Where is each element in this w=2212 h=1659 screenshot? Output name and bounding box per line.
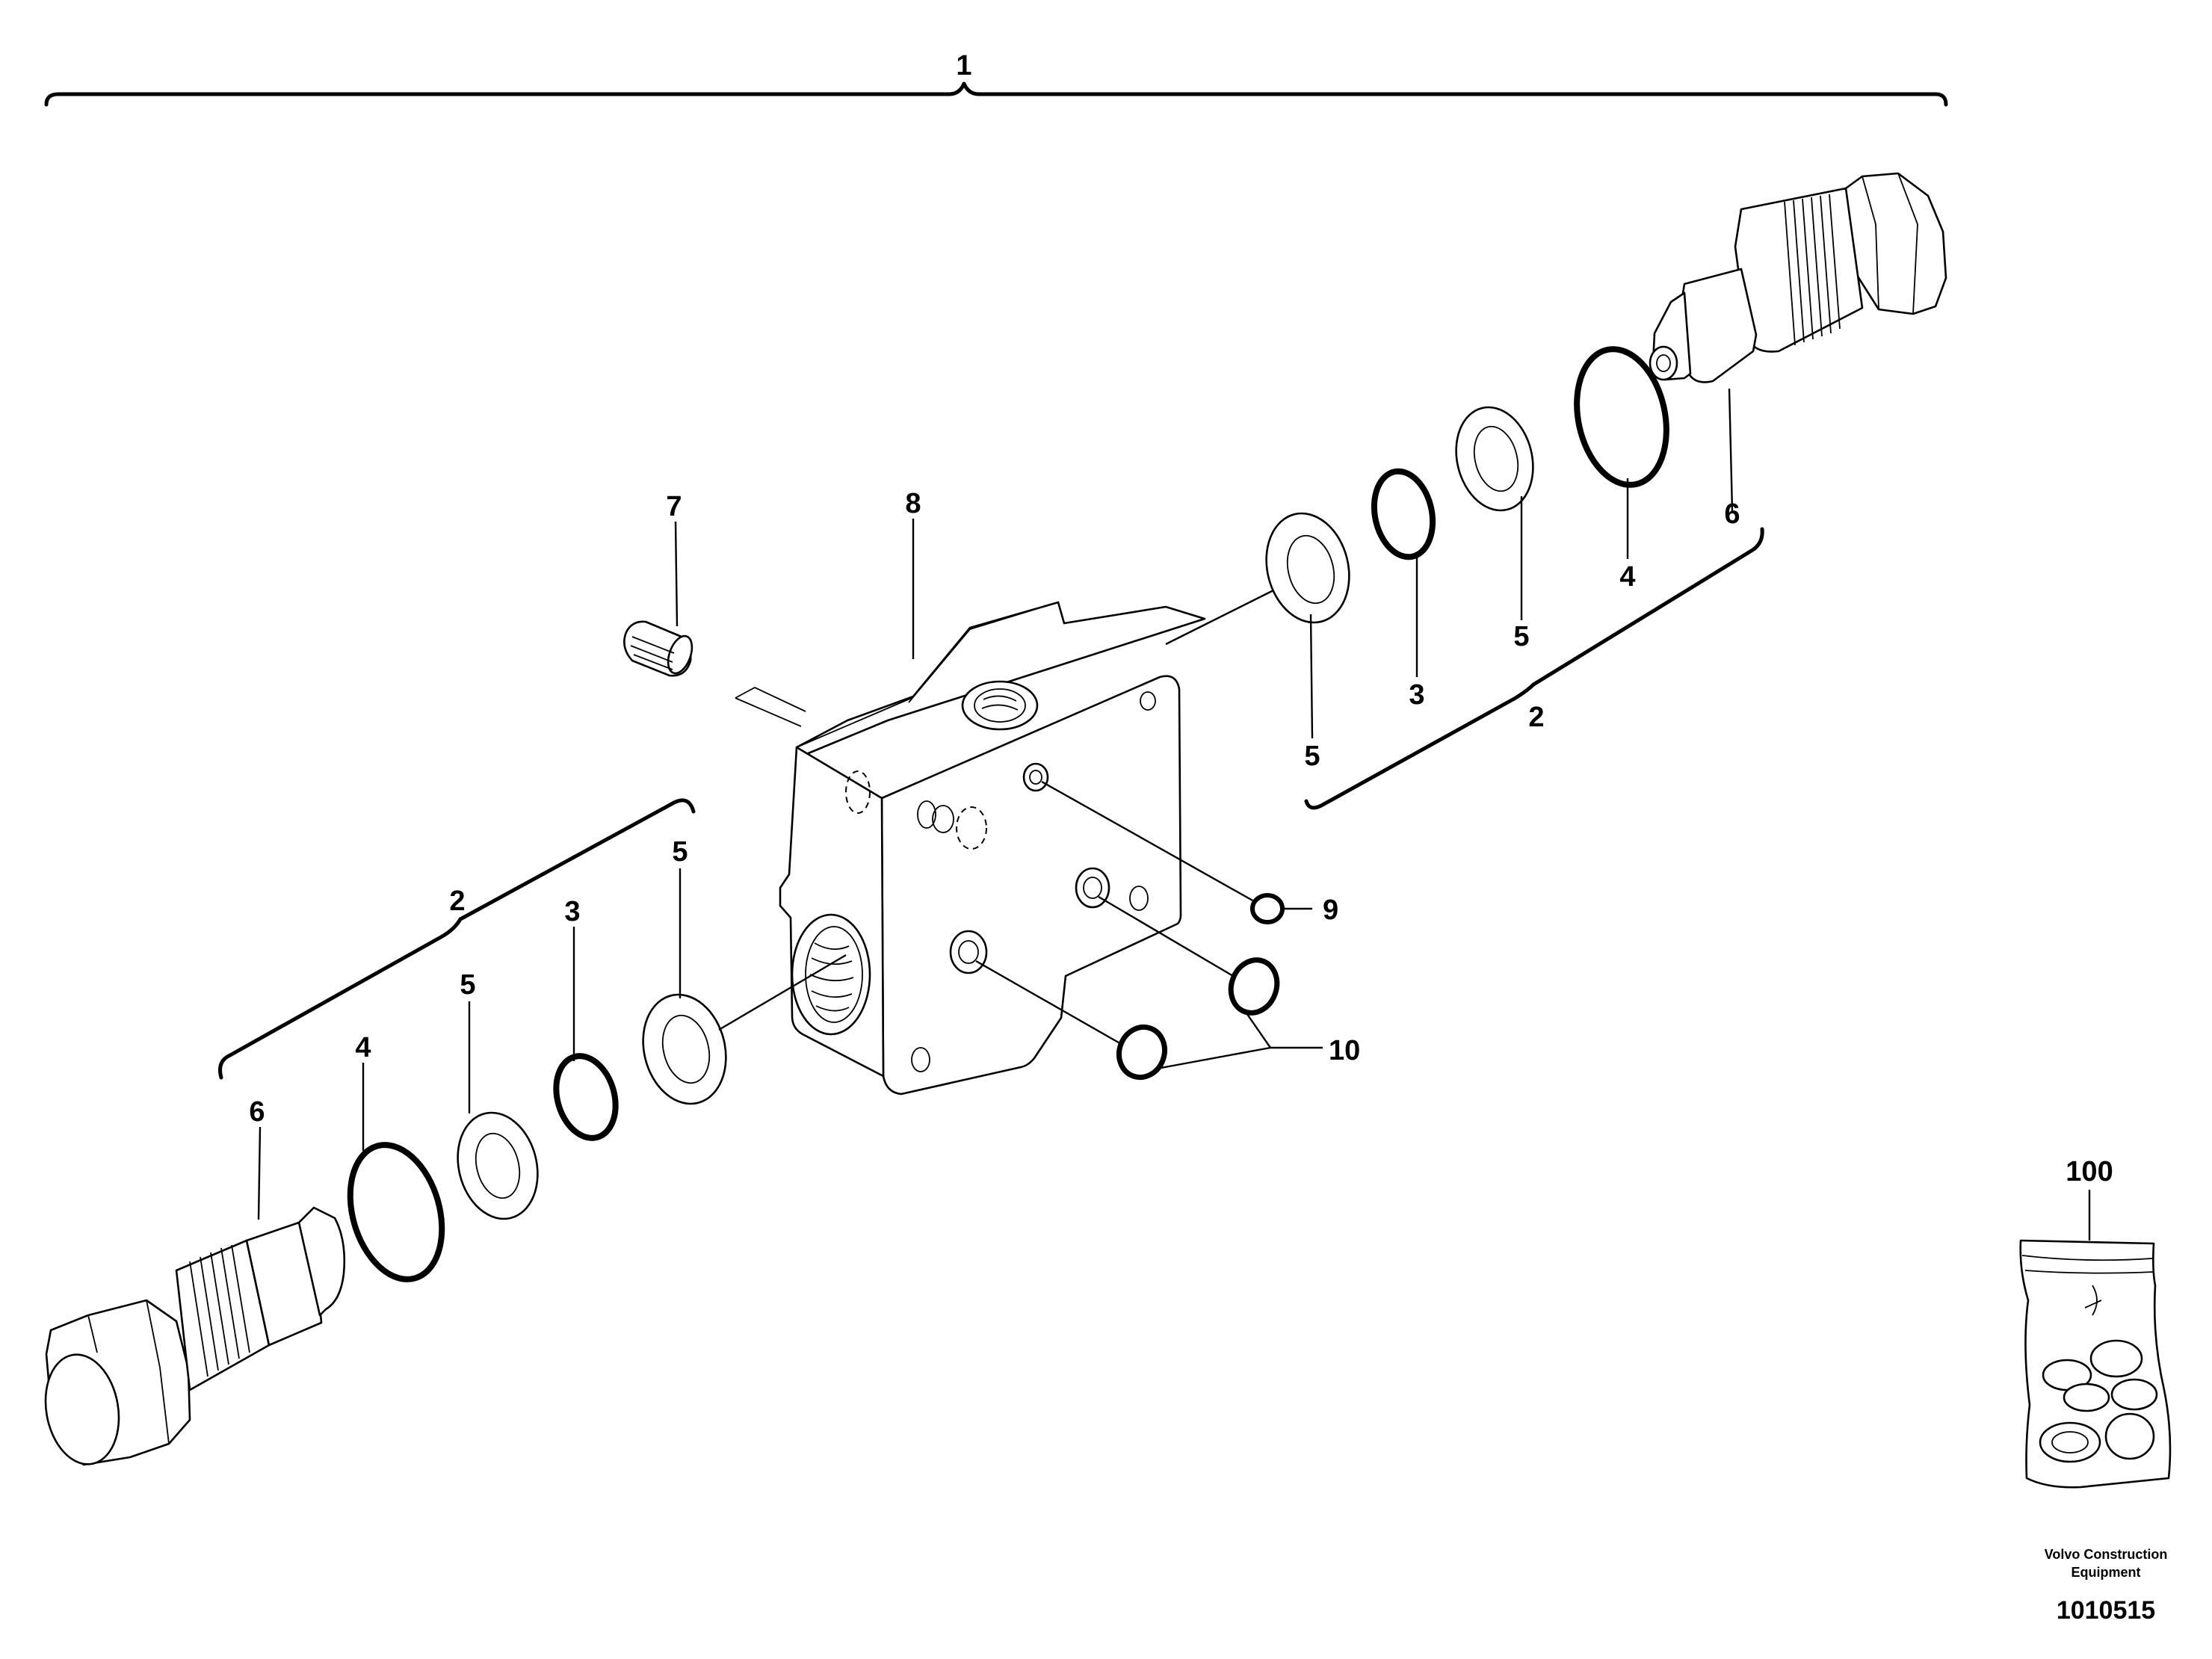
o-ring-large-left xyxy=(347,1142,445,1282)
backup-ring-right-outer xyxy=(1265,512,1350,739)
callout-o-ring-small-right: 3 xyxy=(1409,679,1424,711)
backup-ring-left-outer xyxy=(642,868,727,1105)
callout-backup-ring-outer-right: 5 xyxy=(1304,741,1320,772)
seal-kit-bag xyxy=(2019,1190,2172,1489)
relief-valve-left xyxy=(44,1126,346,1466)
callout-assembly: 1 xyxy=(956,50,971,81)
plug xyxy=(623,620,806,727)
o-ring-port-top xyxy=(1250,893,1285,924)
relief-valve-right xyxy=(1649,172,1947,512)
o-ring-small-right xyxy=(1371,468,1436,560)
backup-ring-left-inner xyxy=(457,1001,539,1220)
o-ring-port-pair-lower xyxy=(1116,1024,1167,1081)
kit-bracket-left xyxy=(218,798,696,1080)
callout-valve-right: 6 xyxy=(1724,498,1740,530)
callout-kit-left: 2 xyxy=(449,886,465,917)
callout-o-ring-large-left: 4 xyxy=(355,1032,371,1063)
callout-body: 8 xyxy=(905,488,921,519)
backup-ring-right-inner xyxy=(1455,406,1534,620)
callout-valve-left: 6 xyxy=(249,1096,265,1128)
brand-line-1: Volvo Construction xyxy=(2045,1547,2168,1562)
callout-o-ring-large-right: 4 xyxy=(1619,561,1635,593)
callout-seal-kit: 100 xyxy=(2066,1156,2113,1187)
valve-body xyxy=(779,601,1206,1096)
callout-backup-ring-inner-left: 5 xyxy=(460,969,475,1001)
kit-bracket-right xyxy=(1304,527,1764,810)
o-ring-port-pair-upper xyxy=(1228,957,1280,1016)
o-ring-large-right xyxy=(1574,346,1669,488)
callout-o-ring-9: 9 xyxy=(1323,895,1338,926)
o-ring-small-left xyxy=(553,1053,619,1141)
brand-line-2: Equipment xyxy=(2072,1565,2141,1580)
callout-plug: 7 xyxy=(666,491,682,522)
callout-kit-right: 2 xyxy=(1528,702,1544,733)
assembly-bracket xyxy=(44,81,1948,107)
callout-o-rings-10: 10 xyxy=(1329,1035,1360,1066)
callout-backup-ring-inner-right: 5 xyxy=(1513,621,1529,652)
callout-backup-ring-outer-left: 5 xyxy=(672,836,688,868)
document-number: 1010515 xyxy=(2057,1596,2155,1625)
callout-o-ring-small-left: 3 xyxy=(564,896,580,927)
